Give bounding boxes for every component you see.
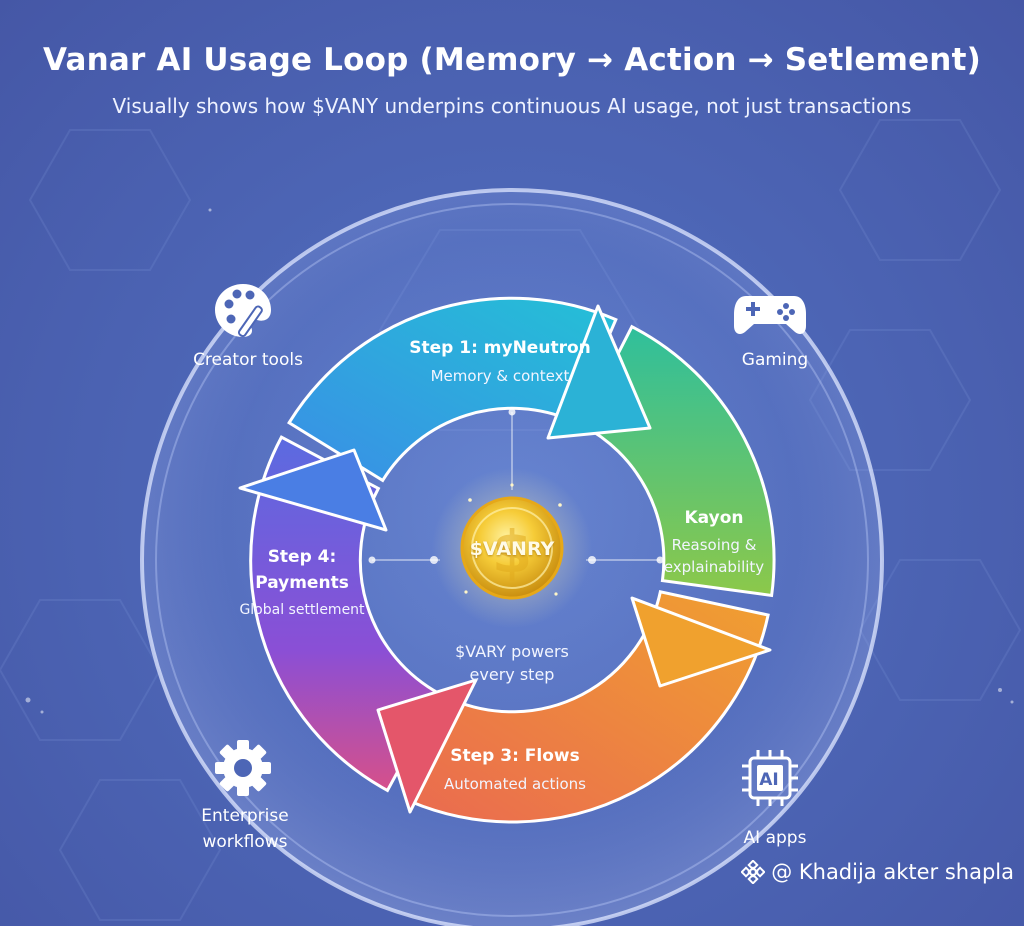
step3-title: Step 3: Flows: [450, 746, 580, 766]
step2-desc-line2: explainability: [663, 558, 765, 576]
arrowhead-memory: [546, 304, 652, 440]
page-subtitle: Visually shows how $VANY underpins conti…: [112, 94, 912, 118]
step1-title: Step 1: myNeutron: [409, 338, 591, 358]
ring-segment-memory: [287, 296, 618, 483]
step4-title-line1: Step 4:: [267, 547, 337, 567]
arrowhead-flows: [376, 678, 478, 814]
vanry-coin: [460, 496, 564, 600]
gamepad-icon: [734, 296, 806, 334]
author-credit: @ Khadija akter shapla: [741, 860, 1014, 884]
outer-globe-inner-rim: [155, 203, 869, 917]
use-case-enterprise: Enterprise workflows: [165, 806, 325, 852]
arrowhead-reasoning: [630, 596, 772, 688]
use-case-creator-tools: Creator tools: [193, 350, 303, 370]
step4-title-line2: Payments: [255, 573, 349, 593]
step3-desc: Automated actions: [443, 775, 587, 793]
center-caption-line1: $VARY powers: [455, 642, 569, 661]
step2-title: Kayon: [684, 508, 744, 528]
step3-label: Step 3: Flows Automated actions: [395, 746, 635, 793]
svg-text:AI: AI: [759, 770, 778, 790]
palette-icon: [215, 284, 271, 338]
step4-desc: Global settlement: [239, 602, 365, 618]
arrowhead-payments: [238, 448, 388, 532]
use-case-enterprise-line2: workflows: [202, 832, 288, 852]
step1-desc: Memory & context: [430, 367, 570, 385]
use-case-enterprise-line1: Enterprise: [201, 806, 289, 826]
ai-chip-icon: AI: [742, 750, 798, 806]
binance-icon: [741, 860, 766, 884]
coin-label: $VANRY: [469, 538, 555, 560]
step2-label: Kayon Reasoing & explainability: [652, 508, 776, 576]
page-title: Vanar AI Usage Loop (Memory → Action → S…: [43, 42, 981, 78]
step1-label: Step 1: myNeutron Memory & context: [380, 338, 620, 385]
center-caption: $VARY powers every step: [412, 642, 612, 684]
ring-segment-payments: [249, 435, 443, 793]
use-case-gaming: Gaming: [741, 350, 809, 370]
use-case-ai-apps: AI apps: [743, 828, 807, 848]
step4-label: Step 4: Payments Global settlement: [232, 547, 372, 618]
author-credit-text: @ Khadija akter shapla: [771, 860, 1014, 884]
step2-desc-line1: Reasoing &: [671, 536, 757, 554]
gear-icon: [215, 740, 271, 796]
center-caption-line2: every step: [469, 665, 555, 684]
svg-text:$: $: [492, 518, 532, 586]
